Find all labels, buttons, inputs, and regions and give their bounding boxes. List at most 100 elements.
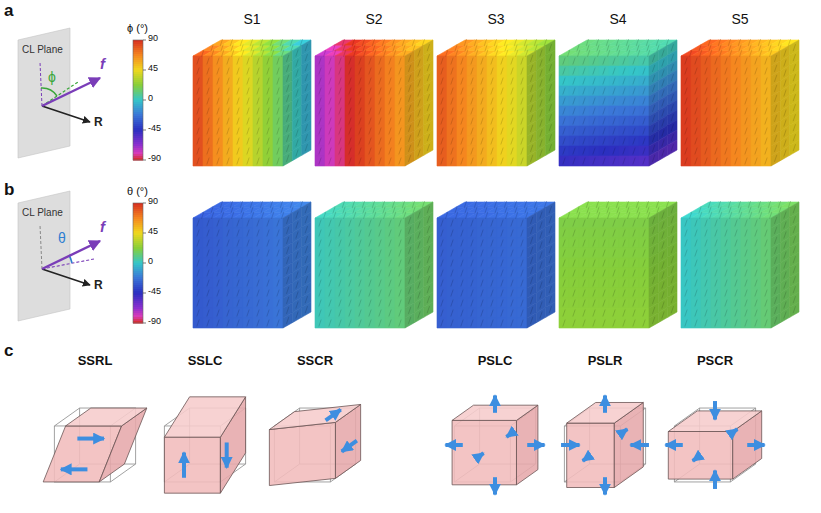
field-arrow xyxy=(305,306,307,313)
field-arrow xyxy=(217,118,219,125)
field-arrow xyxy=(369,320,371,327)
field-cell xyxy=(375,116,385,126)
field-arrow xyxy=(207,78,209,85)
field-arrow xyxy=(267,58,269,65)
field-cell xyxy=(395,258,405,268)
field-arrow xyxy=(534,39,536,46)
field-cell xyxy=(487,156,497,166)
field-arrow xyxy=(369,270,371,277)
field-arrow xyxy=(296,302,298,309)
field-arrow xyxy=(485,212,487,219)
field-cell xyxy=(447,106,457,116)
field-arrow xyxy=(549,74,551,81)
field-cell xyxy=(213,146,223,156)
field-cell xyxy=(467,248,477,258)
field-arrow xyxy=(393,212,395,219)
field-cell xyxy=(447,76,457,86)
field-arrow xyxy=(379,290,381,297)
field-arrow xyxy=(408,267,410,274)
field-cell xyxy=(365,96,375,106)
field-cell xyxy=(447,228,457,238)
field-cell xyxy=(223,56,233,66)
field-cell xyxy=(335,248,345,258)
field-arrow xyxy=(221,45,223,52)
field-arrow xyxy=(207,88,209,95)
field-arrow xyxy=(369,98,371,105)
field-arrow xyxy=(363,50,365,57)
field-cell xyxy=(213,66,223,76)
field-arrow xyxy=(319,250,321,257)
field-cell xyxy=(233,136,243,146)
field-arrow xyxy=(231,212,233,219)
field-arrow xyxy=(359,128,361,135)
field-arrow xyxy=(267,158,269,165)
field-arrow xyxy=(530,85,532,92)
field-arrow xyxy=(465,212,467,219)
field-arrow xyxy=(373,212,375,219)
field-cell xyxy=(437,318,447,328)
field-arrow xyxy=(333,212,335,219)
field-arrow xyxy=(524,201,526,208)
field-arrow xyxy=(319,230,321,237)
field-arrow xyxy=(281,50,283,57)
field-arrow xyxy=(461,98,463,105)
field-arrow xyxy=(217,220,219,227)
field-cell xyxy=(253,298,263,308)
field-cell xyxy=(517,298,527,308)
field-cell xyxy=(395,76,405,86)
field-cell xyxy=(335,268,345,278)
field-arrow xyxy=(211,45,213,52)
field-arrow xyxy=(339,128,341,135)
field-arrow xyxy=(339,148,341,155)
field-cell xyxy=(233,268,243,278)
field-arrow xyxy=(491,58,493,65)
field-cell xyxy=(385,218,395,228)
field-arrow xyxy=(227,320,229,327)
field-arrow xyxy=(399,260,401,267)
field-arrow xyxy=(535,207,537,214)
field-arrow xyxy=(349,58,351,65)
field-cell xyxy=(477,116,487,126)
field-arrow xyxy=(461,240,463,247)
field-arrow xyxy=(491,138,493,145)
field-arrow xyxy=(481,320,483,327)
field-arrow xyxy=(389,310,391,317)
field-cell xyxy=(385,318,395,328)
field-cell xyxy=(263,76,273,86)
field-cell xyxy=(414,307,423,322)
field-arrow xyxy=(250,201,252,208)
field-cell xyxy=(477,126,487,136)
field-arrow xyxy=(408,247,410,254)
field-cell xyxy=(487,298,497,308)
field-arrow xyxy=(277,68,279,75)
field-arrow xyxy=(267,78,269,85)
field-cell xyxy=(335,228,345,238)
field-cell xyxy=(355,248,365,258)
field-arrow xyxy=(359,98,361,105)
field-arrow xyxy=(475,45,477,52)
field-cell xyxy=(335,218,345,228)
field-arrow xyxy=(427,74,429,81)
field-cell xyxy=(467,66,477,76)
field-cell xyxy=(355,116,365,126)
field-cell xyxy=(395,308,405,318)
field-cell xyxy=(477,228,487,238)
field-arrow xyxy=(333,45,335,52)
field-arrow xyxy=(451,230,453,237)
field-arrow xyxy=(319,138,321,145)
field-arrow xyxy=(408,257,410,264)
field-arrow xyxy=(296,120,298,127)
field-arrow xyxy=(481,230,483,237)
field-arrow xyxy=(359,158,361,165)
field-arrow xyxy=(339,300,341,307)
field-arrow xyxy=(227,88,229,95)
field-arrow xyxy=(217,270,219,277)
field-arrow xyxy=(540,60,542,67)
field-cell xyxy=(325,66,335,76)
field-arrow xyxy=(501,158,503,165)
field-cell xyxy=(283,313,292,328)
field-arrow xyxy=(197,118,199,125)
field-arrow xyxy=(481,108,483,115)
field-cell xyxy=(365,298,375,308)
field-cell xyxy=(457,66,467,76)
